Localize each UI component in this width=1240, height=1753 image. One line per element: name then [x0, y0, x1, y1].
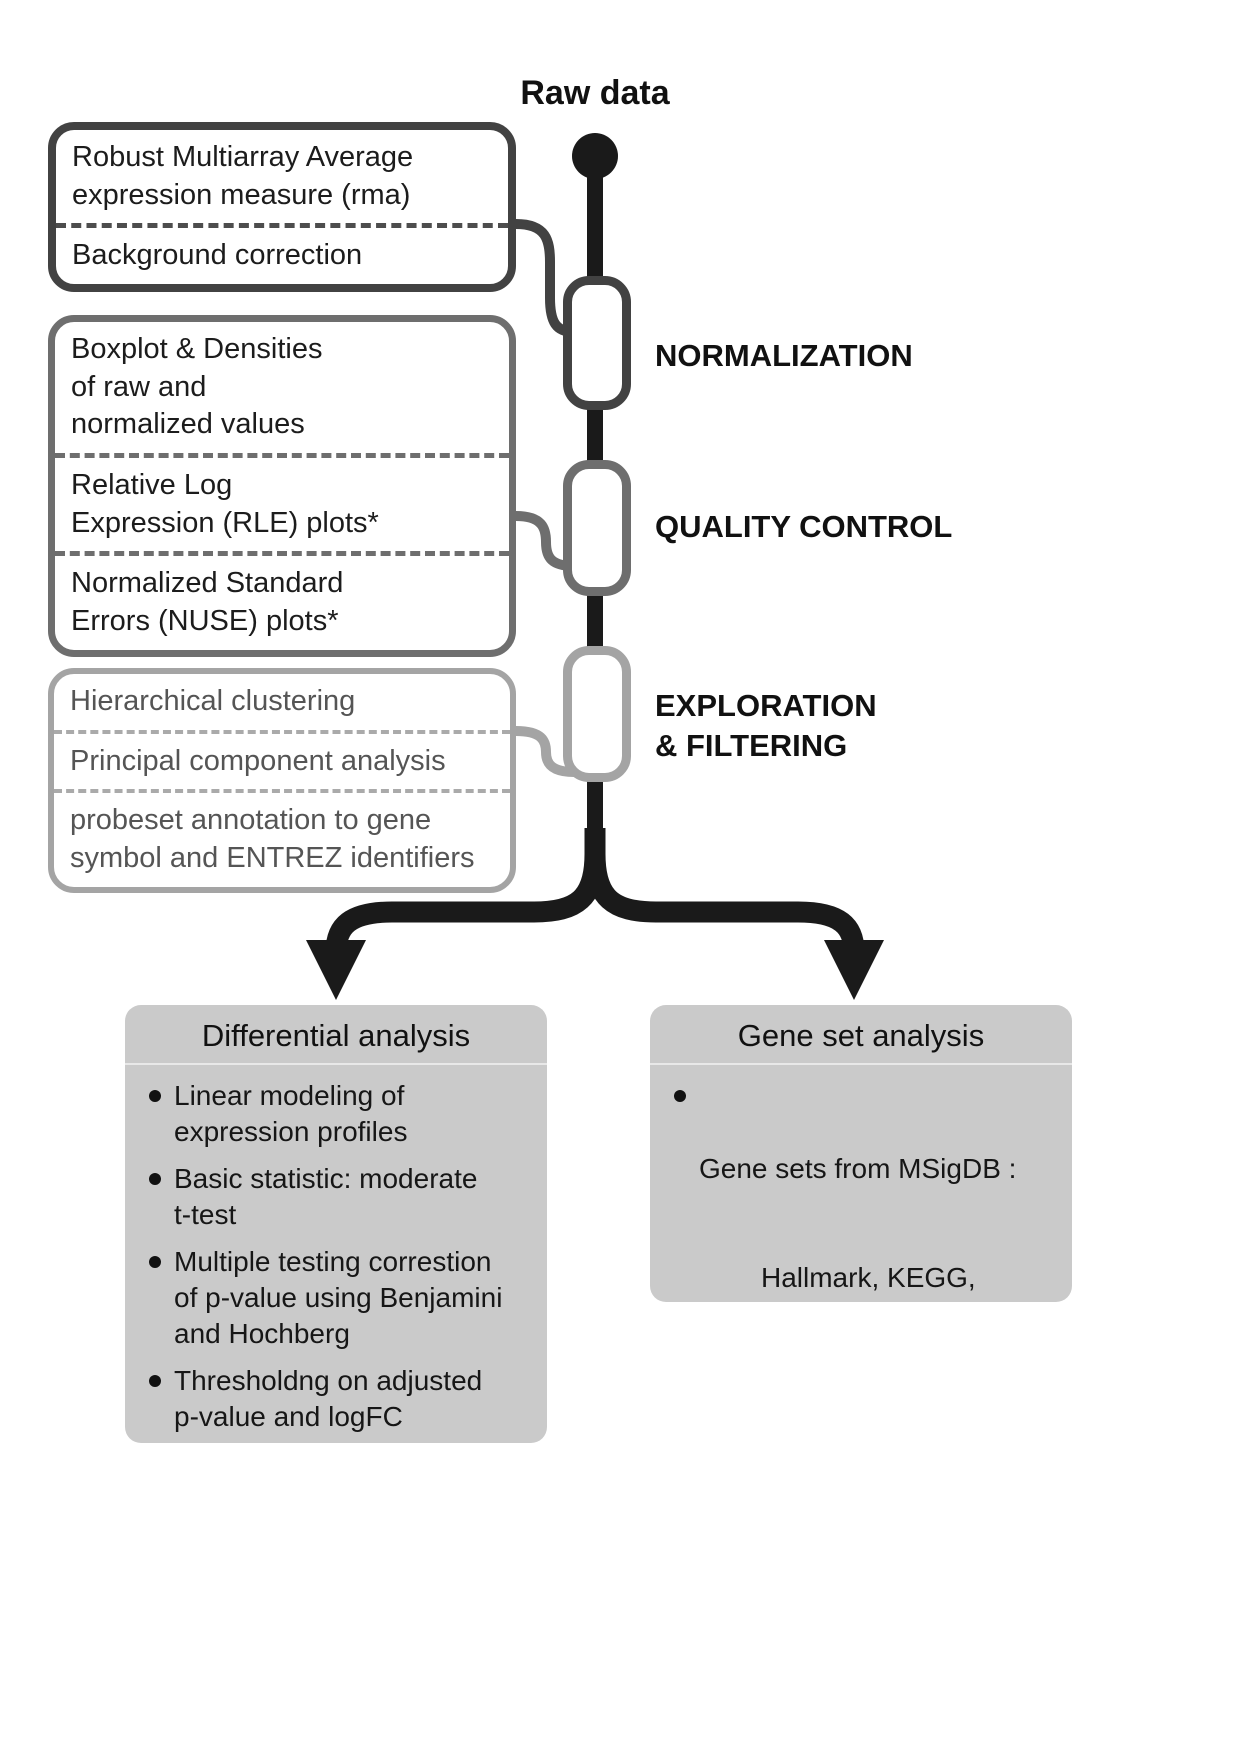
bullet-dot-icon — [149, 1255, 161, 1268]
bullet-text: Basic statistic: moderate t-test — [174, 1162, 478, 1231]
branch-right — [584, 828, 865, 953]
bullet-line: Gene sets from MSigDB : — [699, 1152, 1017, 1184]
step-text: Boxplot & Densities of raw and normalize… — [71, 333, 323, 441]
bullet-item: Basic statistic: moderate t-test — [149, 1161, 533, 1234]
bullet-text: Linear modeling of expression profiles — [174, 1080, 408, 1148]
connector-quality — [515, 511, 575, 571]
quality-steps-box: Boxplot & Densities of raw and normalize… — [48, 315, 516, 657]
bullet-item: Multiple testing correstion of p-value u… — [149, 1244, 533, 1353]
bullet-item: Gene sets from MSigDB : Hallmark, KEGG, … — [674, 1078, 1058, 1302]
step-text: Robust Multiarray Average expression mea… — [72, 141, 414, 211]
normalization-steps-box: Robust Multiarray Average expression mea… — [48, 122, 516, 293]
raw-data-label: Raw data — [520, 74, 670, 112]
bullet-line: Hallmark, KEGG, — [761, 1261, 976, 1293]
step-text: probeset annotation to gene symbol and E… — [54, 789, 510, 886]
step-text: Background correction — [56, 223, 508, 284]
arrowhead-left-icon — [306, 940, 366, 1000]
panel-title: Differential analysis — [125, 1005, 547, 1065]
raw-data-dot-icon — [572, 133, 618, 179]
step-text: Relative Log Expression (RLE) plots* — [55, 453, 509, 551]
step-text: Principal component analysis — [54, 729, 510, 790]
panel-title: Gene set analysis — [650, 1005, 1072, 1065]
bullet-item: Linear modeling of expression profiles — [149, 1078, 533, 1151]
step-text: Hierarchical clustering — [70, 685, 356, 717]
connector-exploration — [515, 726, 575, 777]
bullet-dot-icon — [149, 1090, 161, 1102]
quality-node — [563, 460, 631, 596]
bullet-list: Gene sets from MSigDB : Hallmark, KEGG, … — [650, 1065, 1072, 1302]
gene-set-analysis-panel: Gene set analysis Gene sets from MSigDB … — [650, 1005, 1072, 1302]
stage-label-exploration-filtering: EXPLORATION & FILTERING — [655, 688, 877, 764]
differential-analysis-panel: Differential analysis Linear modeling of… — [125, 1005, 547, 1443]
step-text: Normalized Standard Errors (NUSE) plots* — [55, 551, 509, 649]
stage-label-quality-control: QUALITY CONTROL — [655, 509, 953, 544]
connector-normalization — [515, 219, 575, 337]
arrowhead-right-icon — [824, 940, 884, 1000]
exploration-node — [563, 646, 631, 782]
normalization-node — [563, 276, 631, 410]
bullet-list: Linear modeling of expression profiles B… — [125, 1065, 547, 1443]
bullet-item: Thresholdng on adjusted p-value and logF… — [149, 1363, 533, 1436]
bullet-text: Gene sets from MSigDB : Hallmark, KEGG, … — [699, 1078, 1016, 1302]
stage-label-normalization: NORMALIZATION — [655, 338, 913, 373]
bullet-text: Multiple testing correstion of p-value u… — [174, 1245, 503, 1350]
bullet-text: Thresholdng on adjusted p-value and logF… — [174, 1364, 483, 1433]
bullet-dot-icon — [674, 1090, 686, 1102]
bullet-dot-icon — [149, 1374, 161, 1387]
exploration-steps-box: Hierarchical clustering Principal compon… — [48, 668, 516, 893]
bullet-dot-icon — [149, 1172, 161, 1185]
